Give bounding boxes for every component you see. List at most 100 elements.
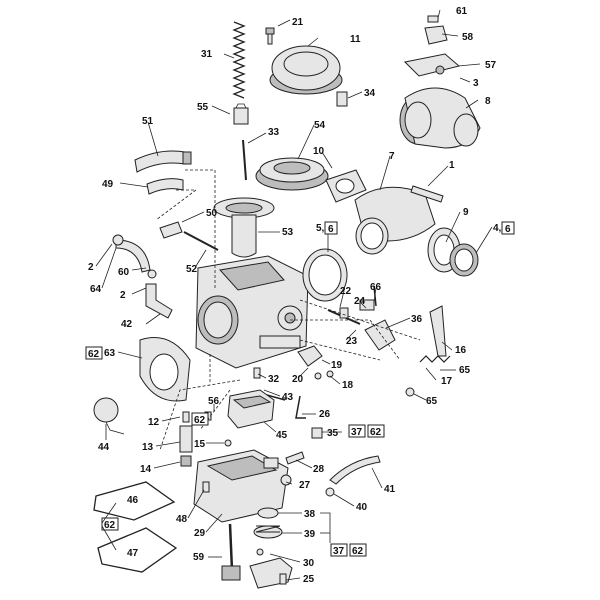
callout-3: 3 — [473, 78, 479, 89]
boxed-callout-6-right: 6 — [505, 224, 511, 235]
boxed-callout-37-mid: 37 — [351, 427, 363, 438]
callout-46: 46 — [127, 495, 139, 506]
vacuum-piston-part — [213, 197, 275, 258]
diaphragm-cover-part — [269, 45, 343, 95]
callout-40: 40 — [356, 502, 368, 513]
callout-2-lower: 2 — [120, 290, 126, 301]
callout-7: 7 — [389, 151, 395, 162]
callout-8: 8 — [485, 96, 491, 107]
callout-65-upper: 65 — [459, 365, 471, 376]
callout-29: 29 — [194, 528, 206, 539]
needle-holder-part — [233, 103, 249, 125]
callout-66: 66 — [370, 282, 382, 293]
callout-5: 5, — [316, 223, 325, 234]
lever-part — [295, 395, 306, 419]
fitting-part — [336, 91, 348, 107]
callout-61: 61 — [456, 6, 468, 17]
bolt-part — [410, 185, 444, 203]
callout-22: 22 — [340, 286, 352, 297]
accelerator-pump-part — [227, 389, 275, 429]
linkage-parts — [327, 285, 451, 397]
callout-38: 38 — [304, 509, 316, 520]
bowl-gasket-top-part — [93, 481, 176, 521]
intake-elbow-part — [399, 87, 481, 149]
hose-curved-part — [112, 234, 157, 279]
callout-52: 52 — [186, 264, 198, 275]
carburetor-body-part — [195, 255, 309, 369]
jet-needle-part — [242, 139, 247, 181]
callout-18: 18 — [342, 380, 354, 391]
callout-60: 60 — [118, 267, 130, 278]
callout-45: 45 — [276, 430, 288, 441]
boxed-callout-62-bottom: 62 — [352, 546, 364, 557]
callout-23: 23 — [346, 336, 358, 347]
callout-20: 20 — [292, 374, 304, 385]
callout-33: 33 — [268, 127, 280, 138]
spring-part — [232, 21, 246, 99]
boxed-callout-62-jet: 62 — [194, 415, 206, 426]
boxed-callout-62-gasket: 62 — [88, 349, 100, 360]
pump-cover-part — [249, 548, 293, 589]
overflow-hose-part — [325, 455, 381, 497]
drain-screw-parts — [202, 451, 305, 493]
throttle-cam-part — [403, 53, 461, 77]
screw-part — [265, 27, 275, 45]
callout-36: 36 — [411, 314, 423, 325]
callout-32: 32 — [268, 374, 280, 385]
callout-15: 15 — [194, 439, 206, 450]
callout-1: 1 — [449, 160, 455, 171]
callout-19: 19 — [331, 360, 343, 371]
callout-51: 51 — [142, 116, 154, 127]
callout-43: 43 — [282, 392, 294, 403]
callout-14: 14 — [140, 464, 152, 475]
callout-11: 11 — [350, 34, 361, 45]
seal-ring-part — [449, 243, 479, 277]
vent-elbow-part — [145, 283, 173, 319]
callout-26: 26 — [319, 409, 331, 420]
callout-31: 31 — [201, 49, 213, 60]
callout-42: 42 — [121, 319, 133, 330]
callout-25: 25 — [303, 574, 315, 585]
fuel-fitting-part — [159, 221, 219, 251]
bowl-gasket-bottom-part — [97, 527, 178, 573]
callout-35: 35 — [327, 428, 339, 439]
callout-53: 53 — [282, 227, 294, 238]
callout-24: 24 — [354, 296, 366, 307]
callout-16: 16 — [455, 345, 467, 356]
callout-59: 59 — [193, 552, 205, 563]
boxed-callout-62-mid: 62 — [370, 427, 382, 438]
callout-12: 12 — [148, 417, 160, 428]
callout-57: 57 — [485, 60, 497, 71]
main-jet-needle-part — [221, 523, 241, 581]
callout-39: 39 — [304, 529, 316, 540]
callout-48: 48 — [176, 514, 188, 525]
callout-28: 28 — [313, 464, 325, 475]
manifold-adaptor-part — [354, 186, 436, 255]
boxed-callout-6-left: 6 — [328, 224, 334, 235]
pilot-jet-parts — [179, 411, 212, 467]
callout-30: 30 — [303, 558, 315, 569]
diaphragm-part — [255, 157, 329, 191]
callout-2-upper: 2 — [88, 262, 94, 273]
callout-54: 54 — [314, 120, 326, 131]
callout-10: 10 — [313, 146, 325, 157]
callout-13: 13 — [142, 442, 154, 453]
hose-part — [134, 150, 192, 173]
callout-56: 56 — [208, 396, 220, 407]
pump-spring-parts — [253, 507, 283, 539]
callout-49: 49 — [102, 179, 114, 190]
plug-part — [224, 427, 323, 447]
callout-27: 27 — [299, 480, 311, 491]
callout-58: 58 — [462, 32, 474, 43]
callout-47: 47 — [127, 548, 139, 559]
callout-9: 9 — [463, 207, 469, 218]
callout-21: 21 — [292, 17, 304, 28]
callout-17: 17 — [441, 376, 453, 387]
flange-gasket-part — [325, 169, 367, 203]
boxed-callout-62-bowl: 62 — [104, 520, 116, 531]
choke-parts — [297, 345, 334, 380]
gasket-ring-part — [302, 248, 348, 302]
cover-gasket-part — [139, 337, 191, 402]
callout-63: 63 — [104, 348, 116, 359]
